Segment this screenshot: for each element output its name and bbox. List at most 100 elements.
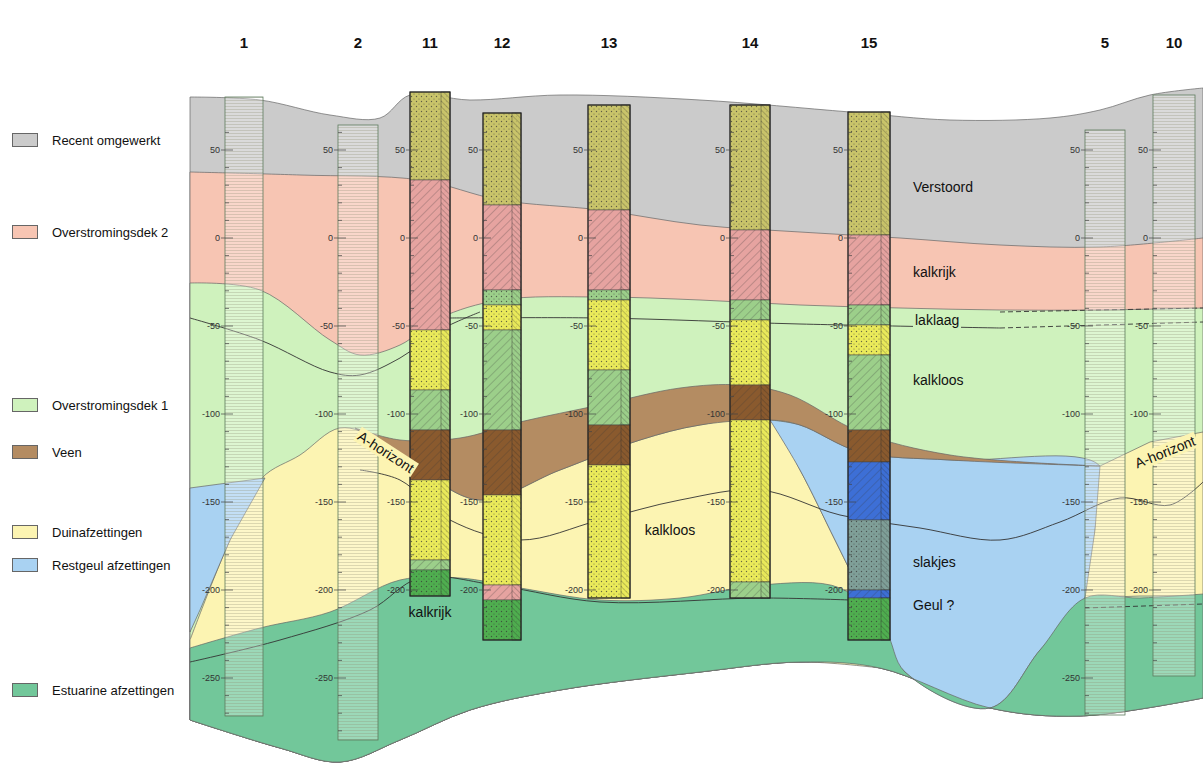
depth-tick [1085, 695, 1089, 696]
depth-tick [588, 290, 592, 291]
depth-tick [730, 185, 734, 186]
layer-note: Geul ? [913, 597, 954, 613]
core-texture [730, 300, 770, 320]
core-texture [848, 598, 890, 640]
depth-tick [1153, 255, 1157, 256]
depth-tick [225, 537, 229, 538]
depth-tick [483, 132, 487, 133]
depth-tick [410, 449, 414, 450]
depth-tick [483, 396, 487, 397]
depth-tick [338, 607, 342, 608]
depth-label: 0 [1143, 233, 1148, 243]
depth-tick [848, 378, 852, 379]
core-segment [730, 420, 770, 582]
column-number: 1 [240, 34, 248, 51]
depth-tick [410, 519, 414, 520]
depth-tick [848, 537, 852, 538]
depth-tick [225, 132, 229, 133]
borehole-column [1081, 130, 1125, 715]
column-outline [1153, 95, 1195, 676]
core-texture [512, 495, 521, 585]
depth-tick [1085, 713, 1089, 714]
core-texture [848, 112, 890, 235]
depth-tick [848, 273, 852, 274]
layer-note: kalkrijk [913, 264, 956, 280]
depth-tick [1153, 290, 1157, 291]
core-texture [621, 465, 630, 598]
depth-label: -250 [315, 673, 333, 683]
depth-tick [338, 396, 342, 397]
core-texture [512, 600, 521, 640]
core-texture [512, 113, 521, 205]
core-strip [621, 370, 630, 425]
depth-label: -150 [460, 497, 478, 507]
core-strip [881, 112, 890, 235]
core-texture [621, 105, 630, 210]
layer-note: kalkloos [645, 522, 696, 538]
column-number: 10 [1166, 34, 1183, 51]
depth-tick [730, 132, 734, 133]
depth-tick [584, 326, 596, 327]
depth-label: -150 [315, 497, 333, 507]
core-texture [410, 180, 450, 330]
core-strip [881, 598, 890, 640]
column-number: 2 [354, 34, 362, 51]
depth-tick [483, 466, 487, 467]
core-texture [881, 305, 890, 325]
depth-tick [334, 326, 346, 327]
depth-tick [848, 220, 852, 221]
depth-label: -200 [825, 585, 843, 595]
core-texture [441, 560, 450, 570]
core-strip [761, 582, 770, 598]
depth-tick [588, 554, 592, 555]
depth-tick [588, 185, 592, 186]
depth-tick [730, 290, 734, 291]
core-strip [761, 230, 770, 300]
core-segment [730, 320, 770, 385]
core-texture [730, 320, 770, 385]
depth-tick [1085, 625, 1089, 626]
core-texture [848, 235, 890, 305]
depth-tick [483, 519, 487, 520]
depth-tick [1153, 660, 1157, 661]
depth-label: -200 [202, 585, 220, 595]
depth-tick [1085, 378, 1089, 379]
depth-tick [225, 466, 229, 467]
depth-tick [483, 290, 487, 291]
depth-tick [225, 572, 229, 573]
depth-tick [730, 361, 734, 362]
core-segment [848, 325, 890, 355]
core-texture [588, 425, 630, 465]
core-strip [881, 462, 890, 520]
depth-tick [338, 466, 342, 467]
core-texture [441, 330, 450, 390]
depth-label: 0 [838, 233, 843, 243]
depth-label: -200 [1130, 585, 1148, 595]
depth-tick [221, 590, 233, 591]
depth-label: -100 [315, 409, 333, 419]
depth-label: -50 [1135, 321, 1148, 331]
core-texture [410, 570, 450, 596]
depth-tick [848, 449, 852, 450]
depth-tick [588, 537, 592, 538]
core-texture [881, 598, 890, 640]
depth-tick [1153, 537, 1157, 538]
depth-tick [730, 554, 734, 555]
depth-tick [410, 273, 414, 274]
depth-tick [730, 466, 734, 467]
depth-tick [848, 308, 852, 309]
depth-tick [584, 414, 596, 415]
depth-label: -100 [460, 409, 478, 419]
depth-tick [588, 378, 592, 379]
core-strip [621, 105, 630, 210]
depth-tick [225, 220, 229, 221]
depth-tick [1085, 554, 1089, 555]
depth-tick [225, 290, 229, 291]
depth-tick [225, 396, 229, 397]
depth-tick [225, 695, 229, 696]
core-segment [730, 230, 770, 300]
depth-tick [334, 238, 346, 239]
depth-tick [1081, 590, 1093, 591]
depth-label: -100 [1130, 409, 1148, 419]
depth-tick [338, 290, 342, 291]
